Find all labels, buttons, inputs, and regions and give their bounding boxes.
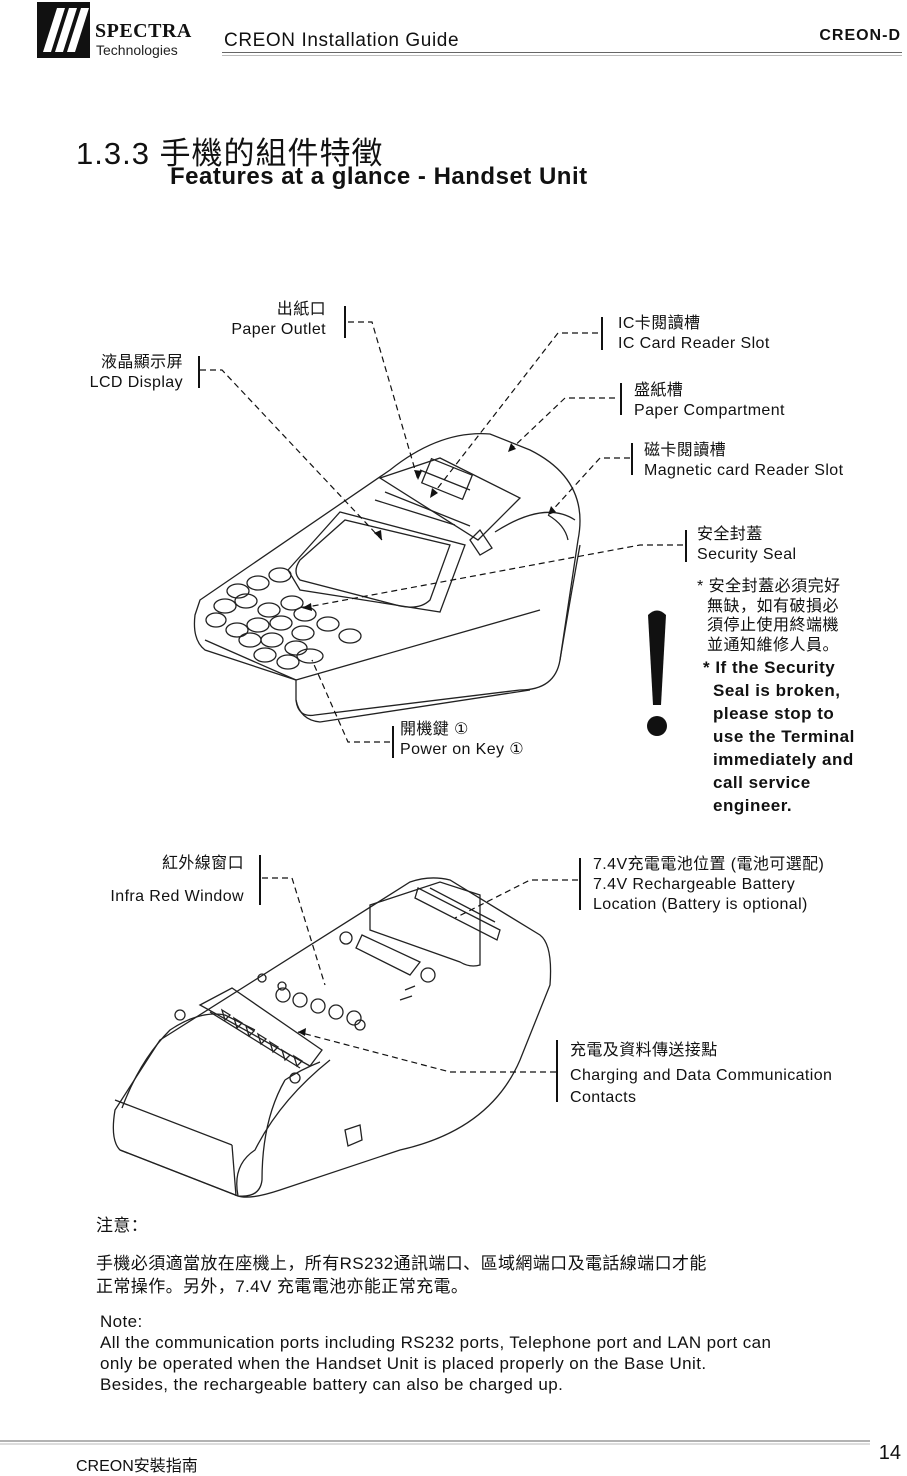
note-en-heading: Note: bbox=[100, 1312, 143, 1331]
label-paper-compartment: 盛紙槽 Paper Compartment bbox=[634, 381, 785, 421]
ic-zh: IC卡閱讀槽 bbox=[618, 315, 701, 332]
ic-en: IC Card Reader Slot bbox=[618, 335, 770, 352]
brand-plate bbox=[420, 457, 474, 501]
label-bars-bottom bbox=[259, 855, 581, 1102]
label-battery-location: 7.4V充電電池位置 (電池可選配) 7.4V Rechargeable Bat… bbox=[593, 855, 824, 915]
label-power-key: 開機鍵 ① Power on Key ① bbox=[400, 720, 524, 760]
leader-arrows-bottom bbox=[298, 1028, 306, 1036]
section-title: 1.3.3 手機的組件特徵 bbox=[76, 136, 384, 171]
warning-zh-line: * 安全封蓋必須完好 bbox=[697, 578, 841, 595]
warning-en-line: engineer. bbox=[713, 796, 793, 815]
note-zh-line: 手機必須適當放在座機上，所有RS232通訊端口、區域網端口及電話線端口才能 bbox=[96, 1254, 707, 1273]
paper-outlet-en: Paper Outlet bbox=[231, 321, 326, 338]
battery-line: 7.4V充電電池位置 (電池可選配) bbox=[593, 856, 825, 873]
label-ic-card-reader: IC卡閱讀槽 IC Card Reader Slot bbox=[618, 314, 770, 354]
note-zh-body: 手機必須適當放在座機上，所有RS232通訊端口、區域網端口及電話線端口才能 正常… bbox=[96, 1252, 707, 1298]
warning-zh-line: 無缺，如有破損必 bbox=[707, 597, 840, 615]
contacts-line: 充電及資料傳送接點 bbox=[570, 1042, 718, 1059]
paper-comp-zh: 盛紙槽 bbox=[634, 382, 684, 399]
label-paper-outlet: 出紙口 Paper Outlet bbox=[200, 300, 326, 340]
page-number: 14 bbox=[878, 1442, 901, 1464]
paper-outlet-zh: 出紙口 bbox=[276, 301, 326, 318]
note-en-line: only be operated when the Handset Unit i… bbox=[100, 1354, 707, 1373]
label-magnetic-reader: 磁卡閱讀槽 Magnetic card Reader Slot bbox=[644, 441, 843, 481]
contacts-line: Charging and Data Communication bbox=[570, 1067, 833, 1084]
ir-zh: 紅外線窗口 bbox=[161, 855, 244, 872]
mag-zh: 磁卡閱讀槽 bbox=[644, 442, 727, 459]
warning-en-line: call service bbox=[713, 773, 811, 792]
warning-en-line: use the Terminal bbox=[713, 727, 855, 746]
note-en-line: Besides, the rechargeable battery can al… bbox=[100, 1375, 564, 1394]
note-zh-heading: 注意： bbox=[96, 1216, 149, 1235]
logo-stripes-icon bbox=[43, 8, 89, 52]
leader-arrows-top bbox=[302, 443, 556, 611]
keypad bbox=[205, 567, 362, 670]
battery-line: Location (Battery is optional) bbox=[593, 896, 808, 913]
note-en-line: All the communication ports including RS… bbox=[100, 1333, 772, 1352]
header-rule-thin bbox=[222, 55, 902, 56]
label-lcd-display: 液晶顯示屏 LCD Display bbox=[60, 353, 183, 393]
brand-name: SPECTRA bbox=[95, 20, 192, 42]
paper-comp-en: Paper Compartment bbox=[634, 402, 785, 419]
power-zh: 開機鍵 ① bbox=[400, 721, 469, 738]
note-en-body: All the communication ports including RS… bbox=[100, 1332, 771, 1395]
brand-subtitle: Technologies bbox=[96, 42, 178, 58]
note-zh-line: 正常操作。另外，7.4V 充電電池亦能正常充電。 bbox=[96, 1277, 469, 1296]
lcd-en: LCD Display bbox=[89, 374, 183, 391]
handset-top-view bbox=[193, 432, 581, 723]
leader-lines-top bbox=[200, 321, 683, 743]
warning-en: * If the Security Seal is broken, please… bbox=[703, 656, 855, 817]
section-subtitle: Features at a glance - Handset Unit bbox=[170, 163, 588, 190]
warning-zh-line: 須停止使用終端機 bbox=[707, 617, 840, 634]
warning-en-line: Seal is broken, bbox=[713, 681, 841, 700]
handset-bottom-view bbox=[112, 877, 552, 1198]
contact-pins bbox=[220, 1008, 304, 1068]
warning-zh-line: 並通知維修人員。 bbox=[707, 636, 840, 654]
warning-zh: * 安全封蓋必須完好 無缺，如有破損必 須停止使用終端機 並通知維修人員。 bbox=[697, 577, 841, 655]
warning-en-line: * If the Security bbox=[703, 658, 836, 677]
logo bbox=[37, 2, 90, 58]
label-security-seal: 安全封蓋 Security Seal bbox=[697, 525, 796, 565]
power-en: Power on Key ① bbox=[400, 741, 524, 758]
seal-zh: 安全封蓋 bbox=[697, 526, 763, 543]
label-bars-top bbox=[198, 306, 687, 758]
label-infra-red: 紅外線窗口 Infra Red Window bbox=[80, 853, 244, 907]
warning-exclamation-icon bbox=[647, 610, 667, 736]
header-rule bbox=[222, 52, 902, 53]
label-charging-contacts: 充電及資料傳送接點 Charging and Data Communicatio… bbox=[570, 1040, 832, 1109]
model-name: CREON-D bbox=[819, 27, 901, 44]
guide-title: CREON Installation Guide bbox=[224, 30, 460, 51]
warning-en-line: immediately and bbox=[713, 750, 854, 769]
mag-en: Magnetic card Reader Slot bbox=[644, 462, 844, 479]
seal-en: Security Seal bbox=[697, 546, 797, 563]
lcd-zh: 液晶顯示屏 bbox=[100, 354, 183, 371]
leader-lines-bottom bbox=[262, 877, 578, 1073]
battery-line: 7.4V Rechargeable Battery bbox=[593, 876, 796, 893]
contacts-line: Contacts bbox=[570, 1089, 637, 1106]
ir-en: Infra Red Window bbox=[110, 888, 244, 905]
warning-en-line: please stop to bbox=[713, 704, 835, 723]
footer-title: CREON安裝指南 bbox=[76, 1458, 198, 1475]
